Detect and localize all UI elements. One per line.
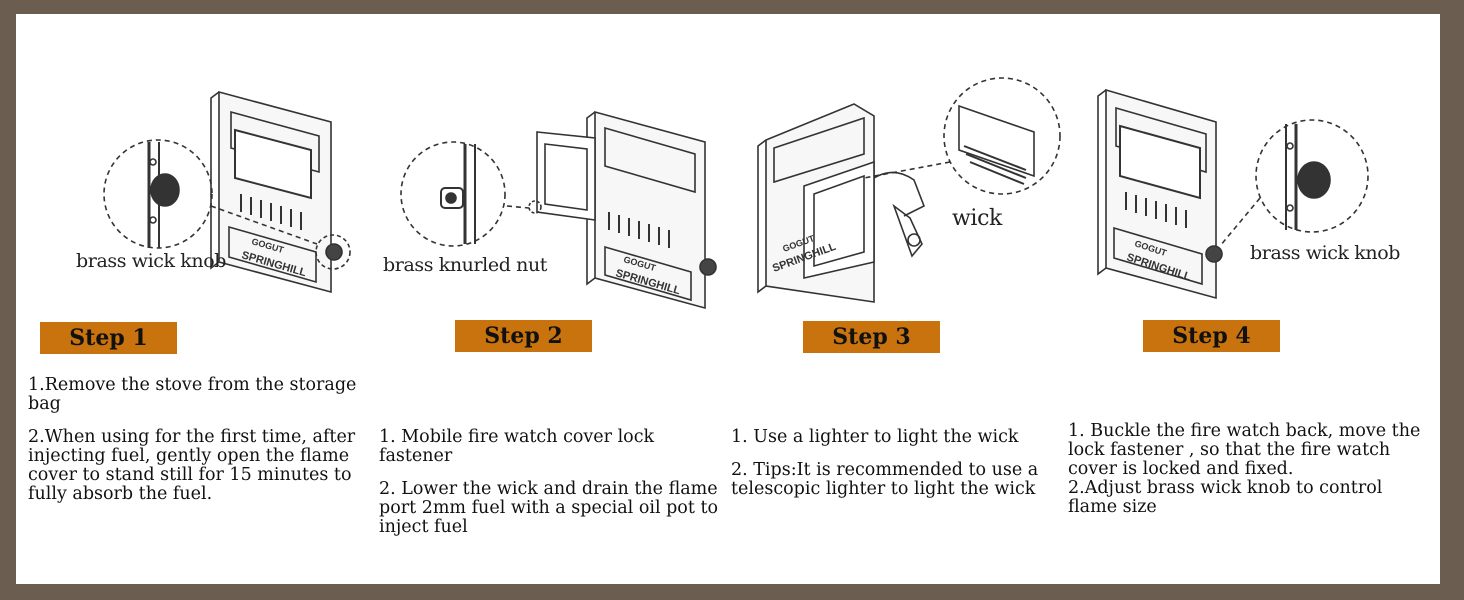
instruction-line: 2. Tips:It is recommended to use a teles… [731,460,1039,499]
step-2-illustration: GOGUT SPRINGHILL [383,102,723,312]
step-4-illustration: GOGUT SPRINGHILL [1074,80,1374,310]
instruction-line: 1.Remove the stove from the storage bag [28,375,357,414]
step-4-instructions: 1. Buckle the fire watch back, move the … [1068,422,1428,517]
step-1-illustration: GOGUT SPRINGHILL [101,82,371,312]
stove-lighting-drawing: GOGUT SPRINGHILL [757,77,1061,303]
step-1-badge: Step 1 [40,322,177,354]
instruction-panel: GOGUT SPRINGHILL brass wick knob Step 1 … [16,14,1440,584]
step-1: GOGUT SPRINGHILL brass wick knob Step 1 … [16,14,376,584]
step-2-instructions: 1. Mobile fire watch cover lock fastener… [379,428,724,551]
instruction-line: 1. Buckle the fire watch back, move the … [1068,421,1421,479]
step-1-instructions: 1.Remove the stove from the storage bag … [28,376,362,518]
step-2-caption: brass knurled nut [383,254,548,276]
instruction-line: 2.Adjust brass wick knob to control flam… [1068,478,1383,517]
stove-open-cover-drawing: GOGUT SPRINGHILL [400,110,717,310]
step-3-caption: wick [952,206,1002,231]
step-3-instructions: 1. Use a lighter to light the wick 2. Ti… [731,428,1071,513]
step-2-badge: Step 2 [455,320,592,352]
stove-drawing: GOGUT SPRINGHILL [103,90,351,294]
step-4: GOGUT SPRINGHILL brass wick knob Step 4 … [1066,14,1440,584]
instruction-line: 1. Mobile fire watch cover lock fastener [379,427,655,466]
step-3: GOGUT SPRINGHILL wick Step 3 1. Use a li… [726,14,1086,584]
step-3-illustration: GOGUT SPRINGHILL [744,66,1064,316]
step-4-badge: Step 4 [1143,320,1280,352]
step-2: GOGUT SPRINGHILL brass knurled nut Step … [371,14,731,584]
step-3-badge: Step 3 [803,321,940,353]
stove-closed-drawing: GOGUT SPRINGHILL [1097,88,1369,300]
step-4-caption: brass wick knob [1250,242,1400,264]
instruction-line: 2. Lower the wick and drain the flame po… [379,479,719,537]
instruction-line: 2.When using for the first time, after i… [28,427,356,504]
instruction-line: 1. Use a lighter to light the wick [731,427,1019,447]
step-1-caption: brass wick knob [76,250,226,272]
